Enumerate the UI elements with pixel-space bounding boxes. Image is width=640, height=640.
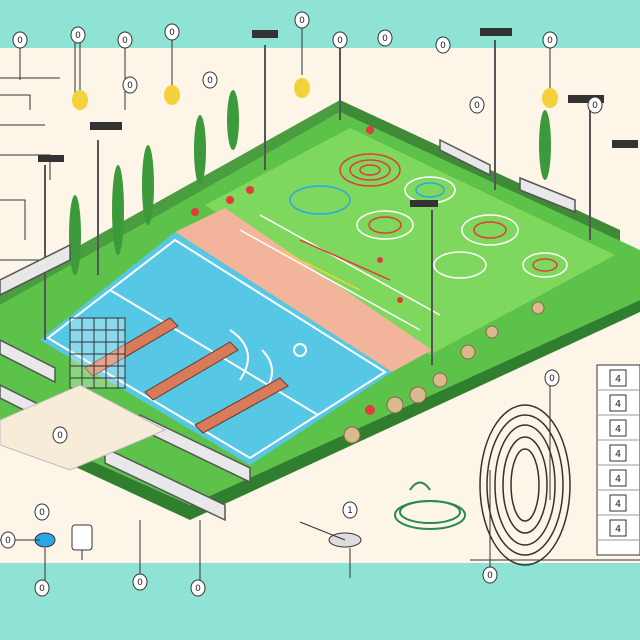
callout-c11: 0 [542, 31, 558, 49]
outlet-box [71, 524, 93, 551]
callout-c21: 0 [190, 579, 206, 597]
callout-c5: 0 [122, 76, 138, 94]
court-benches [84, 317, 289, 434]
callout-label: 0 [169, 28, 175, 38]
mint-strip-bottom [0, 563, 640, 640]
callout-label: 0 [487, 571, 493, 581]
callout-c17: 0 [34, 503, 50, 521]
hanging-lamps [72, 20, 558, 110]
callout-label: 0 [592, 101, 598, 111]
callout-label: 0 [474, 101, 480, 111]
callout-label: 0 [195, 584, 201, 594]
callout-c16: 0 [52, 426, 68, 444]
callout-c4: 0 [164, 23, 180, 41]
callout-c2: 0 [70, 26, 86, 44]
callout-label: 0 [440, 41, 446, 51]
callout-c13: 1 [342, 501, 358, 519]
side-table: 4 4 4 4 4 4 4 [596, 364, 640, 556]
callout-c20: 0 [132, 573, 148, 591]
bottom-leader-lines [0, 378, 640, 585]
callout-c18: 0 [0, 531, 16, 549]
callout-c22: 0 [482, 566, 498, 584]
side-table-cell: 4 [615, 499, 621, 510]
side-table-cell: 4 [615, 524, 621, 535]
callout-label: 1 [347, 506, 353, 516]
callout-label: 0 [122, 36, 128, 46]
side-table-cell: 4 [615, 474, 621, 485]
callout-c1: 0 [12, 31, 28, 49]
side-table-cell: 4 [615, 449, 621, 460]
cable-coil-large [479, 404, 571, 566]
callout-label: 0 [549, 374, 555, 384]
callout-label: 0 [75, 31, 81, 41]
callout-label: 0 [17, 36, 23, 46]
callout-c10: 0 [435, 36, 451, 54]
light-poles [44, 40, 591, 365]
callout-c8: 0 [332, 31, 348, 49]
callout-label: 0 [299, 16, 305, 26]
callout-c6: 0 [202, 71, 218, 89]
court-net [69, 317, 126, 389]
soccer-field [205, 128, 615, 355]
callout-label: 0 [39, 584, 45, 594]
cypress-trees [69, 90, 551, 275]
side-table-cell: 4 [615, 399, 621, 410]
cable-coil-small [394, 481, 466, 530]
hedge-wall-right [340, 100, 620, 244]
callout-label: 0 [207, 76, 213, 86]
callout-label: 0 [127, 81, 133, 91]
paving-area [0, 384, 167, 471]
callout-label: 0 [137, 578, 143, 588]
light-heads [38, 28, 638, 207]
field-balls [191, 126, 403, 415]
callout-label: 0 [5, 536, 11, 546]
callout-label: 0 [57, 431, 63, 441]
callout-c3: 0 [117, 31, 133, 49]
hedge-wall-left [0, 100, 340, 308]
callout-c14: 0 [587, 96, 603, 114]
callout-label: 0 [382, 34, 388, 44]
side-table-cell: 4 [615, 424, 621, 435]
park-benches [0, 138, 576, 522]
callout-label: 0 [547, 36, 553, 46]
callout-label: 0 [39, 508, 45, 518]
callout-c19: 0 [34, 579, 50, 597]
callout-c12: 0 [469, 96, 485, 114]
side-table-cell: 4 [615, 374, 621, 385]
boulders [343, 301, 545, 444]
callout-c9: 0 [377, 29, 393, 47]
callout-markers: 0 0 0 0 0 0 0 0 0 0 0 0 1 0 0 0 0 0 0 0 0 0 [0, 11, 603, 597]
clay-strip [175, 208, 432, 372]
callout-c7: 0 [294, 11, 310, 29]
callout-label: 0 [337, 36, 343, 46]
callout-c15: 0 [544, 369, 560, 387]
